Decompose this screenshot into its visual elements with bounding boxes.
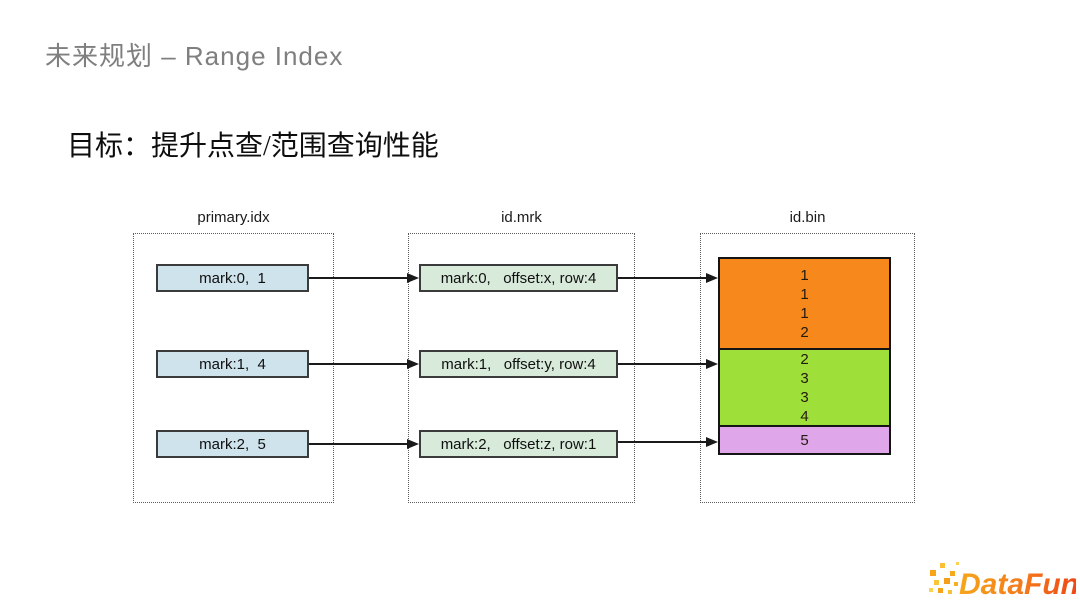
datafun-logo: DataFun.	[929, 562, 1076, 601]
column-label-id-bin: id.bin	[789, 209, 826, 226]
bin-value: 2	[800, 323, 809, 341]
column-label-primary-idx: primary.idx	[197, 209, 270, 226]
bin-block-violet: 5	[718, 425, 891, 455]
slide-subtitle: 目标：提升点查/范围查询性能	[67, 131, 439, 162]
bin-value: 1	[800, 285, 809, 303]
mrk-box-0: mark:0, offset:x, row:4	[419, 264, 618, 292]
page-title: 未来规划 – Range Index	[45, 41, 344, 71]
idx-box-1: mark:1, 4	[156, 350, 309, 378]
column-label-id-mrk: id.mrk	[501, 209, 542, 226]
bin-value: 2	[800, 350, 809, 368]
bin-value: 5	[800, 431, 809, 449]
bin-value: 1	[800, 266, 809, 284]
logo-pixel-decoration-icon	[929, 562, 959, 594]
logo-text: DataFun.	[959, 568, 1076, 601]
idx-box-2: mark:2, 5	[156, 430, 309, 458]
mrk-box-1: mark:1, offset:y, row:4	[419, 350, 618, 378]
bin-value: 3	[800, 388, 809, 406]
bin-value: 4	[800, 407, 809, 425]
mrk-box-2: mark:2, offset:z, row:1	[419, 430, 618, 458]
bin-value: 1	[800, 304, 809, 322]
idx-box-0: mark:0, 1	[156, 264, 309, 292]
bin-block-green: 2 3 3 4	[718, 348, 891, 427]
bin-value: 3	[800, 369, 809, 387]
bin-block-orange: 1 1 1 2	[718, 257, 891, 350]
